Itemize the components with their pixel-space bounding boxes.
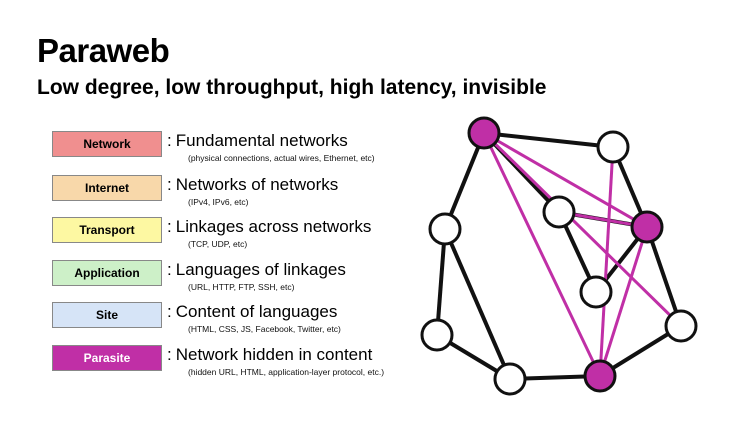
layer-description: :Networks of networks: [167, 175, 338, 195]
graph-node: [420, 318, 454, 352]
layer-description: :Content of languages: [167, 302, 337, 322]
graph-edge-DG: [645, 226, 683, 327]
layer-badge: Transport: [52, 217, 162, 243]
layer-colon: :: [167, 345, 172, 364]
layer-description-text: Languages of linkages: [175, 260, 346, 279]
graph-edge-AB: [483, 131, 614, 149]
layer-colon: :: [167, 175, 172, 194]
layer-detail: (IPv4, IPv6, etc): [188, 197, 249, 207]
layer-detail: (TCP, UDP, etc): [188, 239, 248, 249]
parasite-edge-DJ: [598, 226, 649, 377]
parasite-edge-BJ: [598, 146, 615, 377]
parasite-node: [467, 116, 501, 150]
layer-row-network: Network:Fundamental networks (physical co…: [52, 127, 452, 167]
layer-colon: :: [167, 131, 172, 150]
layer-description-text: Network hidden in content: [175, 345, 373, 364]
layer-badge: Network: [52, 131, 162, 157]
parasite-node: [630, 210, 664, 244]
graph-edge-AE: [443, 132, 486, 230]
layer-row-application: Application:Languages of linkages (URL, H…: [52, 256, 452, 296]
layer-badge: Application: [52, 260, 162, 286]
layer-description: :Linkages across networks: [167, 217, 371, 237]
layer-colon: :: [167, 217, 172, 236]
layer-badge: Parasite: [52, 345, 162, 371]
graph-edge-EI: [443, 228, 512, 380]
graph-edge-EH: [435, 228, 447, 336]
layer-description-text: Networks of networks: [175, 175, 339, 194]
graph-node: [664, 309, 698, 343]
graph-node: [596, 130, 630, 164]
layer-row-transport: Transport:Linkages across networks (TCP, …: [52, 213, 452, 253]
layer-detail: (hidden URL, HTML, application-layer pro…: [188, 367, 385, 377]
page-subtitle: Low degree, low throughput, high latency…: [37, 76, 547, 99]
layer-description-text: Fundamental networks: [175, 131, 348, 150]
graph-node: [428, 212, 462, 246]
parasite-edge-AG: [482, 131, 683, 328]
layer-detail: (physical connections, actual wires, Eth…: [188, 153, 375, 163]
layer-colon: :: [167, 302, 172, 321]
graph-nodes: [420, 116, 698, 396]
layer-row-internet: Internet:Networks of networks (IPv4, IPv6…: [52, 171, 452, 211]
parasite-edges: [482, 131, 683, 377]
layer-description: :Network hidden in content: [167, 345, 372, 365]
layer-detail: (URL, HTTP, FTP, SSH, etc): [188, 282, 295, 292]
graph-node: [542, 195, 576, 229]
layer-row-parasite: Parasite:Network hidden in content (hidde…: [52, 341, 452, 381]
layer-colon: :: [167, 260, 172, 279]
layer-badge: Site: [52, 302, 162, 328]
layer-row-site: Site:Content of languages (HTML, CSS, JS,…: [52, 298, 452, 338]
layer-description-text: Content of languages: [175, 302, 338, 321]
layer-description-text: Linkages across networks: [175, 217, 372, 236]
layer-description: :Fundamental networks: [167, 131, 348, 151]
parasite-edge-AJ: [482, 132, 602, 377]
layer-badge: Internet: [52, 175, 162, 201]
parasite-node: [583, 359, 617, 393]
page-title: Paraweb: [37, 32, 170, 69]
graph-node: [493, 362, 527, 396]
layer-description: :Languages of linkages: [167, 260, 346, 280]
graph-node: [579, 275, 613, 309]
graph-edges: [435, 131, 683, 381]
parasite-edge-AD: [483, 131, 648, 229]
layer-detail: (HTML, CSS, JS, Facebook, Twitter, etc): [188, 324, 341, 334]
